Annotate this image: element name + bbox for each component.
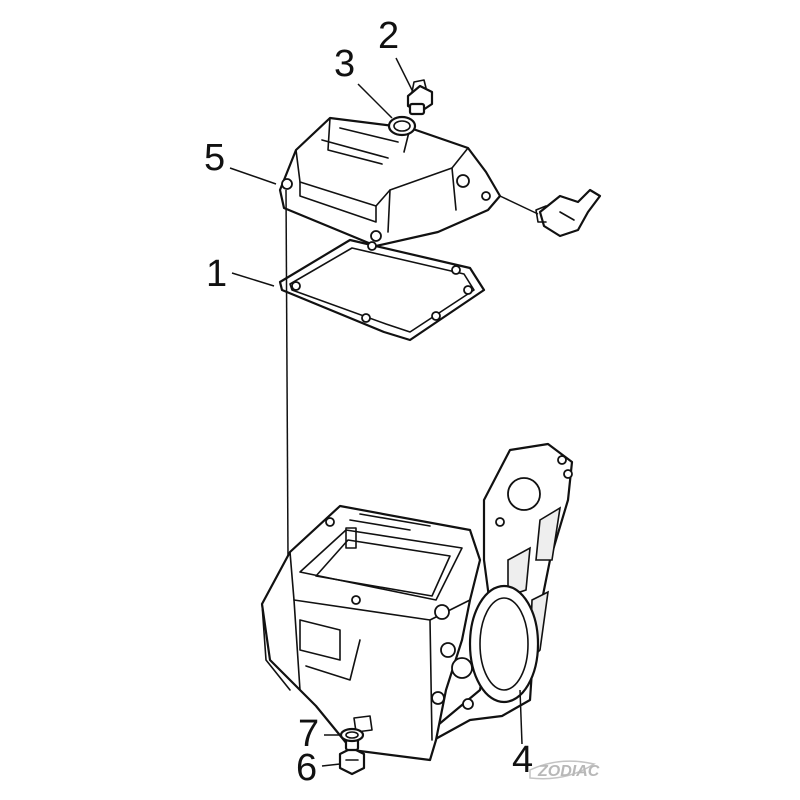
callout-7: 7 bbox=[298, 713, 319, 755]
callout-5: 5 bbox=[204, 137, 225, 179]
vent-fitting-part bbox=[406, 79, 434, 116]
drain-washer-part bbox=[339, 727, 365, 743]
leader-4 bbox=[519, 689, 523, 745]
elbow-fitting-part bbox=[535, 188, 602, 238]
watermark-text: ZODIAC bbox=[537, 763, 600, 780]
callout-4: 4 bbox=[512, 739, 533, 781]
drain-plug-part bbox=[338, 738, 366, 776]
callout-1: 1 bbox=[206, 253, 227, 295]
leader-1 bbox=[231, 272, 275, 287]
leader-2 bbox=[395, 57, 413, 91]
callout-3: 3 bbox=[334, 43, 355, 85]
callout-6: 6 bbox=[296, 747, 317, 789]
callout-2: 2 bbox=[378, 15, 399, 57]
zodiac-logo-watermark: ZODIAC bbox=[529, 760, 600, 780]
leader-6 bbox=[321, 763, 341, 767]
top-cover-part bbox=[278, 116, 502, 248]
leader-5 bbox=[229, 167, 277, 185]
transmission-case-part bbox=[260, 442, 574, 762]
cover-gasket-part bbox=[278, 238, 486, 342]
leader-3 bbox=[357, 83, 393, 119]
o-ring-part bbox=[387, 115, 417, 137]
